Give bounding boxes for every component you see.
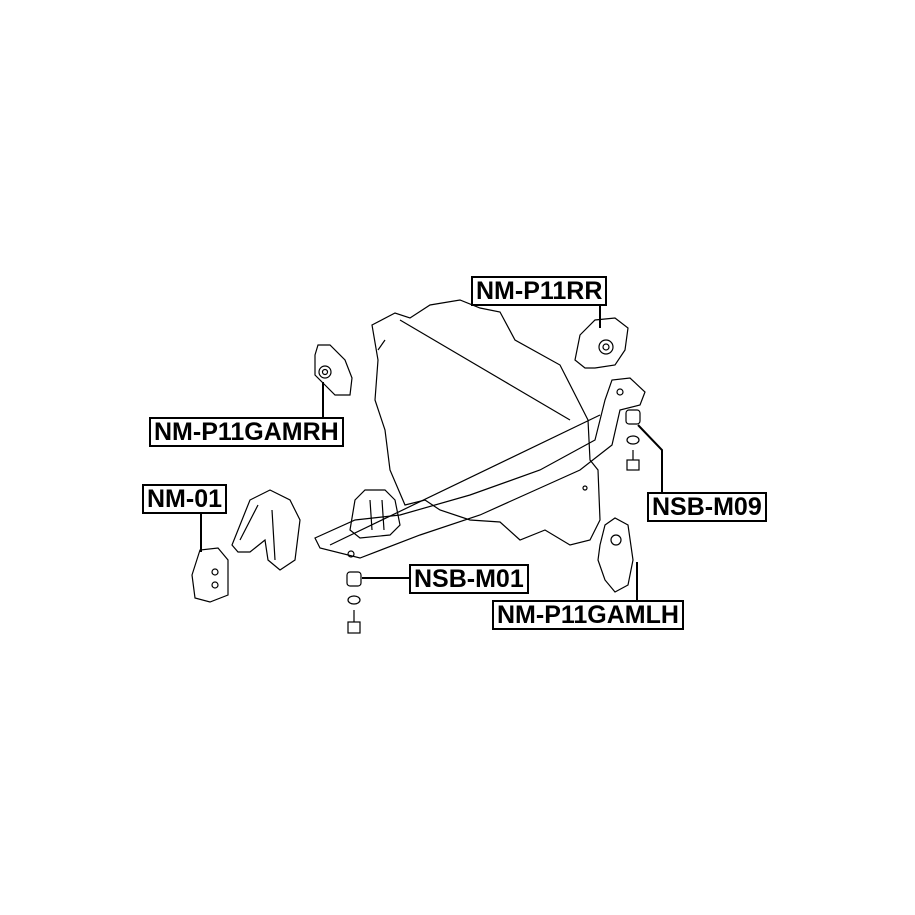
label-nm-p11gamlh: NM-P11GAMLH	[492, 600, 684, 630]
label-nm-p11rr: NM-P11RR	[471, 276, 608, 306]
label-nsb-m01: NSB-M01	[409, 564, 529, 594]
bolt-set-nsb-m09-shape	[625, 409, 641, 471]
mount-nm-p11gamrh-shape	[314, 344, 353, 396]
crossmember	[314, 377, 646, 559]
mount-nm-p11gamlh-shape	[597, 517, 634, 593]
bolt-set-nsb-m01-shape	[346, 571, 362, 634]
mount-nm-p11rr-shape	[574, 317, 629, 369]
mount-nm-01-shape	[191, 489, 301, 603]
label-nsb-m09: NSB-M09	[647, 492, 767, 522]
engine-block	[371, 299, 601, 546]
leader-lines	[200, 304, 663, 600]
label-nm-p11gamrh: NM-P11GAMRH	[149, 417, 344, 447]
label-nm-01: NM-01	[142, 484, 228, 514]
